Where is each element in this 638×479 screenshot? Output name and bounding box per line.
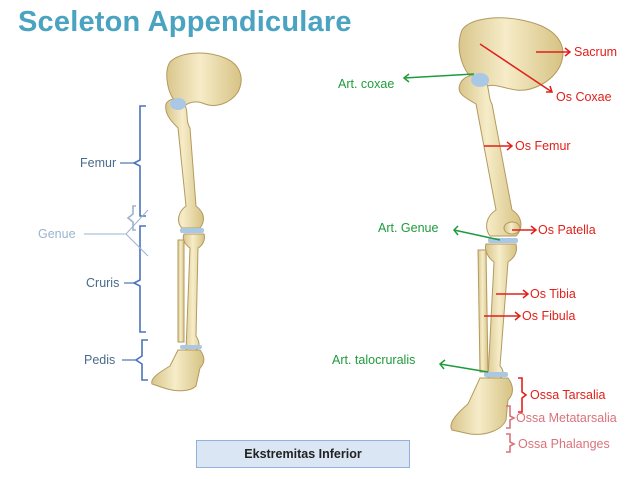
label-os-patella: Os Patella [538,223,596,237]
page-title: Sceleton Appendiculare [18,6,352,38]
left-pelvis [166,52,242,109]
left-brackets [126,105,148,381]
label-genue: Genue [38,227,76,241]
label-art-coxae: Art. coxae [338,77,394,91]
left-foot [151,349,205,392]
caption-box: Ekstremitas Inferior [196,440,410,468]
label-os-coxae: Os Coxae [556,90,612,104]
label-art-talocruralis: Art. talocruralis [332,353,415,367]
label-art-genue: Art. Genue [378,221,438,235]
foot-brackets [506,377,528,453]
arrow-os-coxae [479,43,554,93]
green-arrows [402,73,501,373]
left-fibula [177,239,185,343]
label-os-fibula: Os Fibula [522,309,576,323]
caption-text: Ekstremitas Inferior [244,447,362,461]
label-femur: Femur [80,156,116,170]
pedis-bracket [134,339,148,381]
femur-bracket [132,105,146,217]
arrow-art-talocruralis [438,359,489,373]
arrow-art-genue [452,225,501,241]
red-arrows [479,43,572,321]
cruris-bracket [132,225,146,333]
genue-bracket [126,205,136,231]
arrow-art-coxae [402,73,475,83]
label-ossa-phalanges: Ossa Phalanges [518,437,610,451]
right-leg-skeleton [450,17,564,435]
right-fibula [477,249,489,373]
metatarsalia-bracket [506,405,516,429]
arrow-os-fibula [484,311,522,321]
label-sacrum: Sacrum [574,45,617,59]
label-os-femur: Os Femur [515,139,571,153]
left-tibia [182,233,205,351]
label-os-tibia: Os Tibia [530,287,576,301]
right-foot [450,377,513,435]
right-pelvis [458,17,564,91]
label-ossa-metatarsalia: Ossa Metatarsalia [516,411,617,425]
tarsalia-bracket [518,377,528,413]
left-leg-skeleton [151,52,242,392]
right-femur [458,75,522,237]
left-femur [165,98,204,229]
label-ossa-tarsalia: Ossa Tarsalia [530,388,606,402]
arrow-os-femur [484,141,514,151]
genue-pointer-lines [84,209,149,257]
label-pedis: Pedis [84,353,115,367]
left-label-ticks [120,162,136,361]
arrow-sacrum [536,47,572,57]
left-leg-cartilage [170,98,204,349]
arrow-os-tibia [496,289,530,299]
right-leg-cartilage [471,73,518,377]
arrow-os-patella [512,225,538,235]
phalanges-bracket [506,433,516,453]
right-tibia [485,243,517,379]
right-patella [503,221,521,235]
label-cruris: Cruris [86,276,119,290]
